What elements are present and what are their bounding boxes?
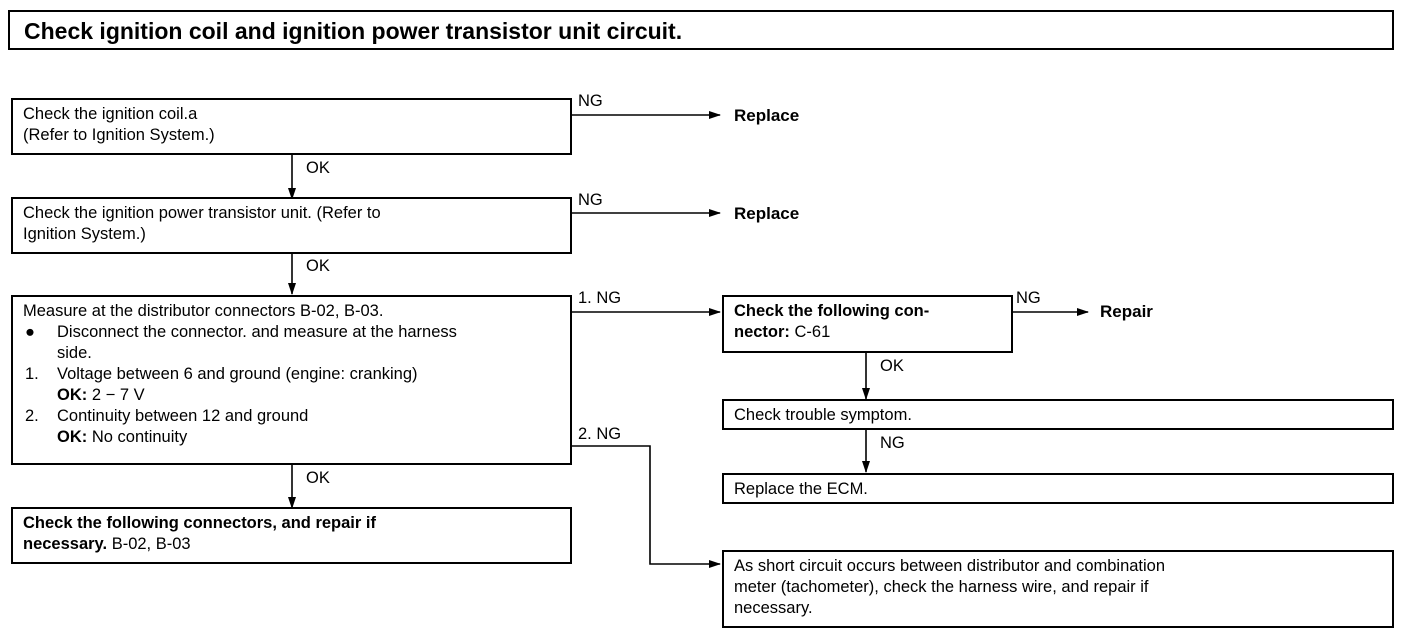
measure-item-1: 1. Voltage between 6 and ground (engine:…: [25, 365, 418, 404]
box-check-trouble-symptom: Check trouble symptom.: [722, 399, 1394, 430]
box-short-circuit: As short circuit occurs between distribu…: [722, 550, 1394, 628]
label-ng-transistor: NG: [578, 191, 603, 209]
label-ok-measure: OK: [306, 469, 330, 487]
box-check-ignition-coil: Check the ignition coil.a (Refer to Igni…: [11, 98, 572, 155]
action-repair: Repair: [1100, 302, 1153, 321]
label-ng-measure-1: 1. NG: [578, 289, 622, 307]
label-ng-symptom: NG: [880, 434, 905, 452]
bullet-icon: ●: [25, 323, 35, 341]
label-ng-measure-2: 2. NG: [578, 425, 622, 443]
arrow-measure-ng2: [572, 445, 721, 568]
label-ok-c61: OK: [880, 357, 904, 375]
label-ng-coil: NG: [578, 92, 603, 110]
action-replace-coil: Replace: [734, 106, 800, 125]
box-check-connector-c61: Check the following con- nector: C-61: [722, 295, 1013, 353]
label-ok-transistor: OK: [306, 257, 330, 275]
box-check-transistor: Check the ignition power transistor unit…: [11, 197, 572, 254]
measure-item-2: 2. Continuity between 12 and ground OK: …: [25, 407, 309, 446]
measure-bullet: ● Disconnect the connector. and measure …: [25, 323, 457, 362]
box-measure-distributor: Measure at the distributor connectors B-…: [11, 295, 572, 465]
title-box: Check ignition coil and ignition power t…: [8, 10, 1394, 50]
page-title: Check ignition coil and ignition power t…: [24, 18, 683, 44]
box-check-connectors: Check the following connectors, and repa…: [11, 507, 572, 564]
action-replace-transistor: Replace: [734, 204, 800, 223]
box-replace-ecm: Replace the ECM.: [722, 473, 1394, 504]
label-ng-c61: NG: [1016, 289, 1041, 307]
label-ok-coil: OK: [306, 159, 330, 177]
